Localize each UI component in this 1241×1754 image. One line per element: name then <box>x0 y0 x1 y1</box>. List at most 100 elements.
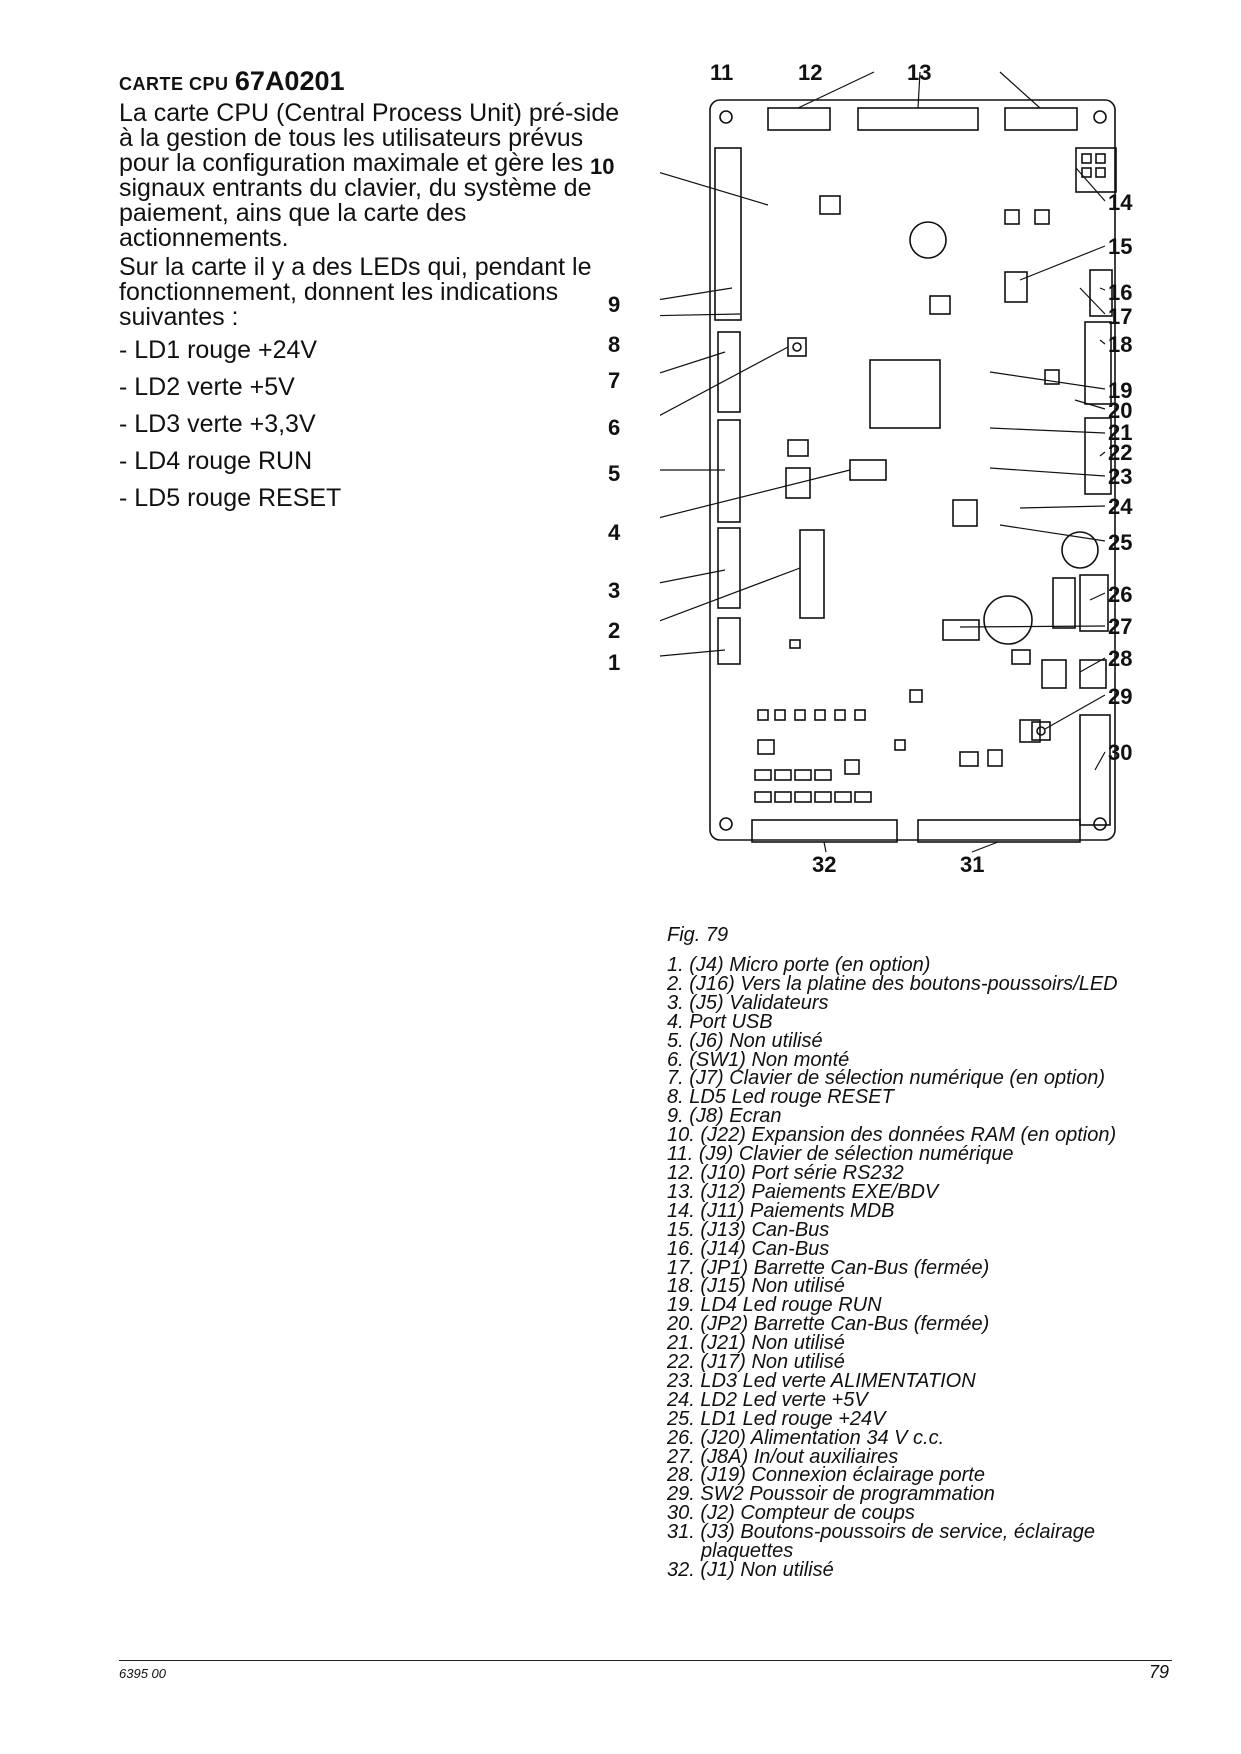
figure-caption: Fig. 79 <box>667 924 729 946</box>
connector-j20 <box>1079 574 1109 632</box>
callout-30: 30 <box>1108 740 1133 765</box>
callout-24: 24 <box>1108 494 1133 519</box>
text-column: CARTE CPU 67A0201 La carte CPU (Central … <box>119 66 639 523</box>
board-outline <box>709 99 1116 841</box>
led-item: - LD4 rouge RUN <box>119 447 313 475</box>
legend-item: 12. (J10) Port série RS232 <box>667 1161 904 1184</box>
callout-15: 15 <box>1108 234 1133 259</box>
callout-26: 26 <box>1108 582 1133 607</box>
connector-j11 <box>1075 147 1117 193</box>
connector-j4 <box>717 617 741 665</box>
connector-j10 <box>857 107 979 131</box>
legend-item: 30. (J2) Compteur de coups <box>667 1502 915 1525</box>
callout-1: 1 <box>608 650 621 675</box>
callout-28: 28 <box>1108 646 1133 671</box>
callout-11: 11 <box>710 60 734 85</box>
legend-item: 27. (J8A) In/out auxiliaires <box>667 1445 899 1468</box>
callout-21: 21 <box>1108 420 1133 445</box>
callout-8: 8 <box>608 332 621 357</box>
legend-item: 25. LD1 Led rouge +24V <box>667 1407 886 1430</box>
legend-item: 14. (J11) Paiements MDB <box>667 1199 895 1222</box>
legend-item: 11. (J9) Clavier de sélection numérique <box>667 1143 1014 1166</box>
figure-legend: 1. (J4) Micro porte (en option) 2. (J16)… <box>667 954 1197 1581</box>
footer-doc-code: 6395 00 <box>119 1666 166 1681</box>
callout-9: 9 <box>608 292 621 317</box>
connector-j17 <box>1084 417 1112 495</box>
led-item: - LD2 verte +5V <box>119 373 295 401</box>
led-list: - LD1 rouge +24V - LD2 verte +5V - LD3 v… <box>119 338 639 511</box>
connector-j2 <box>1079 714 1111 826</box>
callout-3: 3 <box>608 578 621 603</box>
connector-j3 <box>917 819 1081 843</box>
callout-7: 7 <box>608 368 621 393</box>
callout-16: 16 <box>1108 280 1133 305</box>
callout-2: 2 <box>608 618 621 643</box>
footer-page-number: 79 <box>1148 1662 1169 1682</box>
callout-29: 29 <box>1108 684 1133 709</box>
callout-5: 5 <box>608 461 621 486</box>
capacitor <box>983 595 1033 645</box>
footer-rule <box>119 1660 1172 1661</box>
legend-item: 21. (J21) Non utilisé <box>667 1332 845 1355</box>
legend-item: 13. (J12) Paiements EXE/BDV <box>667 1180 939 1203</box>
connector-j7 <box>717 331 741 413</box>
legend-item-continuation: plaquettes <box>701 1540 794 1563</box>
legend-item: 24. LD2 Led verte +5V <box>667 1388 868 1411</box>
connector-j9 <box>767 107 831 131</box>
led-item: - LD5 rouge RESET <box>119 484 342 512</box>
callout-23: 23 <box>1108 464 1133 489</box>
legend-item: 10. (J22) Expansion des données RAM (en … <box>667 1124 1117 1147</box>
buzzer <box>1061 531 1099 569</box>
legend-item: 22. (J17) Non utilisé <box>667 1351 845 1374</box>
led-item: - LD1 rouge +24V <box>119 336 318 364</box>
connector-j14 <box>1089 269 1113 317</box>
callout-27: 27 <box>1108 614 1133 639</box>
callout-4: 4 <box>608 520 621 545</box>
legend-item: 7. (J7) Clavier de sélection numérique (… <box>667 1067 1105 1090</box>
legend-item: 8. LD5 Led rouge RESET <box>667 1086 894 1109</box>
mount-hole <box>1093 817 1107 831</box>
board-drawing <box>660 71 1117 853</box>
connector-j1 <box>751 819 898 843</box>
cpu-board-figure: 11 12 13 10 9 8 7 6 5 4 3 2 1 14 15 16 1… <box>590 60 1170 920</box>
legend-item: 15. (J13) Can-Bus <box>667 1218 830 1241</box>
legend-item: 9. (J8) Ecran <box>667 1105 782 1128</box>
legend-item: 32. (J1) Non utilisé <box>667 1559 834 1581</box>
legend-item: 5. (J6) Non utilisé <box>667 1029 823 1052</box>
legend-item: 4. Port USB <box>667 1010 773 1033</box>
connector-j15 <box>1084 321 1112 405</box>
title-code: 67A0201 <box>234 66 345 96</box>
legend-item: 6. (SW1) Non monté <box>667 1048 850 1071</box>
callout-31: 31 <box>960 852 985 877</box>
legend-item: 1. (J4) Micro porte (en option) <box>667 954 931 976</box>
paragraph-intro: La carte CPU (Central Process Unit) pré-… <box>119 99 620 252</box>
title-prefix: CARTE CPU <box>119 74 229 94</box>
connector-j16 <box>799 529 825 619</box>
connector-j6 <box>717 419 741 523</box>
callout-14: 14 <box>1108 190 1133 215</box>
connector-j12 <box>1004 107 1078 131</box>
callout-17: 17 <box>1108 304 1133 329</box>
leader-lines <box>660 71 1106 853</box>
legend-item: 18. (J15) Non utilisé <box>667 1275 845 1298</box>
usb-port <box>849 459 887 481</box>
legend-item: 29. SW2 Poussoir de programmation <box>667 1483 995 1506</box>
legend-item: 28. (J19) Connexion éclairage porte <box>667 1464 985 1487</box>
callout-18: 18 <box>1108 332 1133 357</box>
cpu-chip <box>869 359 941 429</box>
led-item: - LD3 verte +3,3V <box>119 410 316 438</box>
callout-20: 20 <box>1108 398 1133 423</box>
legend-item: 3. (J5) Validateurs <box>667 991 829 1014</box>
callout-12: 12 <box>798 60 823 85</box>
legend-item: 26. (J20) Alimentation 34 V c.c. <box>667 1426 945 1449</box>
legend-item: 23. LD3 Led verte ALIMENTATION <box>667 1369 976 1392</box>
connector-j5 <box>717 527 741 609</box>
legend-item: 16. (J14) Can-Bus <box>667 1237 830 1260</box>
paragraph-leds: Sur la carte il y a des LEDs qui, pendan… <box>119 253 592 331</box>
mount-hole <box>1093 110 1107 124</box>
mount-hole <box>719 110 733 124</box>
callout-22: 22 <box>1108 440 1133 465</box>
legend-item: 31. (J3) Boutons-poussoirs de service, é… <box>667 1521 1095 1544</box>
callout-19: 19 <box>1108 378 1133 403</box>
callout-32: 32 <box>812 852 837 877</box>
